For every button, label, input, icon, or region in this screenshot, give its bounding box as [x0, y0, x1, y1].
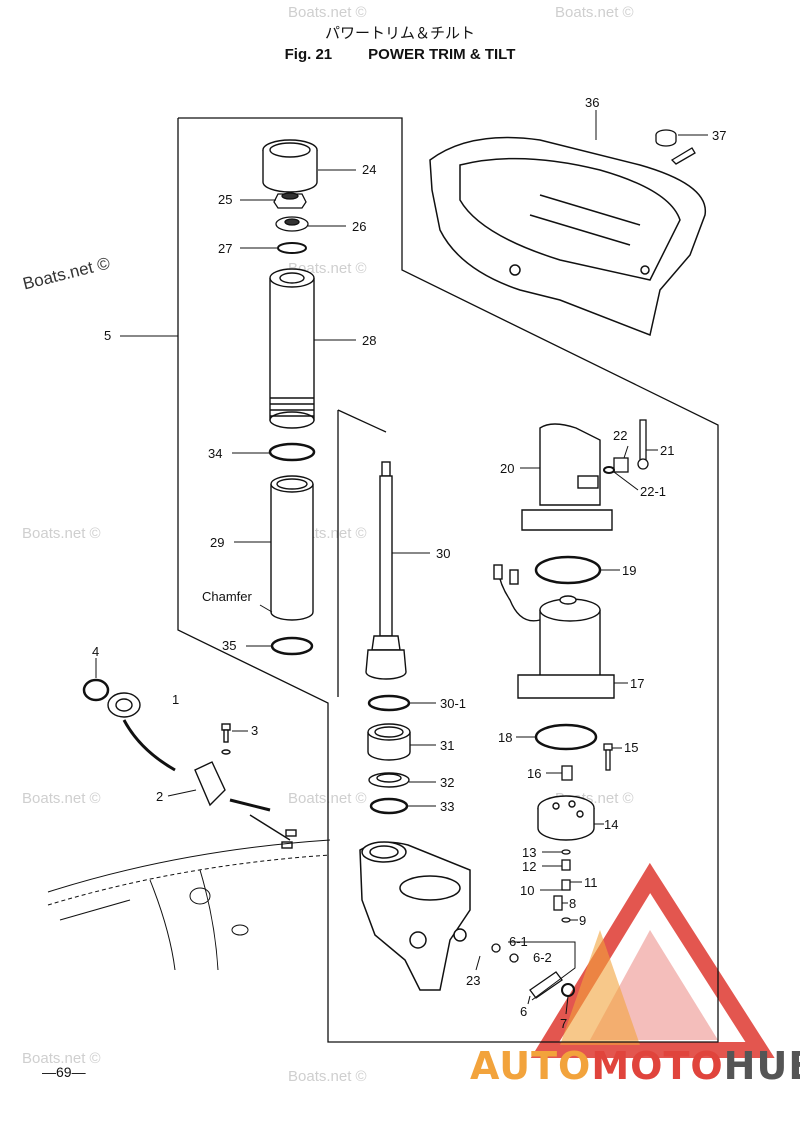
part-manual-valve [491, 943, 575, 999]
watermark: Boats.net © [555, 4, 634, 21]
callout-6-1: 6-1 [509, 934, 528, 949]
logo-part-auto: AUTO [470, 1044, 592, 1088]
callout-24: 24 [362, 162, 376, 177]
callout-34: 34 [208, 446, 222, 461]
callout-31: 31 [440, 738, 454, 753]
callout-22: 22 [613, 428, 627, 443]
watermark: Boats.net © [22, 525, 101, 542]
callout-20: 20 [500, 461, 514, 476]
part-bushing [367, 723, 411, 761]
callout-30: 30 [436, 546, 450, 561]
figure-title: Fig. 21 POWER TRIM & TILT [0, 46, 800, 63]
callout-7: 7 [560, 1016, 567, 1031]
logo-part-hub: HUB [723, 1044, 800, 1088]
figure-number: Fig. 21 [284, 46, 333, 63]
part-o-ring [534, 723, 598, 751]
watermark: Boats.net © [288, 4, 367, 21]
page-number: —69— [42, 1064, 86, 1080]
part-bolt [603, 743, 613, 771]
part-switch [82, 678, 297, 849]
part-valve [561, 765, 573, 781]
part-washer [368, 772, 410, 788]
part-pump [537, 795, 595, 841]
callout-25: 25 [218, 192, 232, 207]
callout-11: 11 [584, 875, 598, 890]
part-o-ring [367, 694, 411, 712]
part-nut [273, 192, 307, 209]
callout-6: 6 [520, 1004, 527, 1019]
callout-33: 33 [440, 799, 454, 814]
part-o-ring [277, 242, 307, 254]
bracket-line [508, 941, 576, 1001]
logo-part-moto: MOTO [591, 1044, 724, 1088]
leader-lines [95, 110, 708, 1015]
callout-5: 5 [104, 328, 111, 343]
callout-27: 27 [218, 241, 232, 256]
part-o-ring [369, 797, 409, 815]
figure-caption: POWER TRIM & TILT [368, 46, 516, 63]
callout-15: 15 [624, 740, 638, 755]
part-filler-plug [603, 419, 649, 474]
part-o-ring [270, 636, 314, 656]
callout-30-1: 30-1 [440, 696, 466, 711]
callout-32: 32 [440, 775, 454, 790]
callout-23: 23 [466, 973, 480, 988]
callout-17: 17 [630, 676, 644, 691]
part-tube [270, 475, 314, 621]
callout-6-2: 6-2 [533, 950, 552, 965]
brand-logo: AUTOMOTOHUB [470, 1044, 800, 1088]
title-japanese: パワートリム＆チルト [324, 24, 475, 42]
callout-35: 35 [222, 638, 236, 653]
part-piston-rod [365, 461, 407, 680]
callout-13: 13 [522, 845, 536, 860]
part-o-ring [268, 442, 316, 462]
part-motor [493, 564, 615, 699]
part-bottom-cowling [429, 136, 706, 337]
callout-14: 14 [604, 817, 618, 832]
callout-16: 16 [527, 766, 541, 781]
part-cap [262, 139, 318, 193]
callout-9: 9 [579, 913, 586, 928]
callout-10: 10 [520, 883, 534, 898]
callout-36: 36 [585, 95, 599, 110]
part-check-valve-set [553, 849, 571, 923]
callout-12: 12 [522, 859, 536, 874]
callout-22-1: 22-1 [640, 484, 666, 499]
part-seal [275, 216, 309, 232]
callout-3: 3 [251, 723, 258, 738]
callout-4: 4 [92, 644, 99, 659]
watermark: Boats.net © [22, 790, 101, 807]
callout-21: 21 [660, 443, 674, 458]
part-manifold-body [359, 841, 471, 991]
part-o-ring [534, 555, 602, 585]
callout-28: 28 [362, 333, 376, 348]
callout-1: 1 [172, 692, 179, 707]
part-grommet [655, 129, 696, 165]
part-hull-sketch [47, 839, 331, 971]
callout-2: 2 [156, 789, 163, 804]
callout-26: 26 [352, 219, 366, 234]
callout-29: 29 [210, 535, 224, 550]
callout-37: 37 [712, 128, 726, 143]
watermark: Boats.net © [288, 1068, 367, 1085]
part-reservoir [521, 423, 613, 531]
callout-18: 18 [498, 730, 512, 745]
callout-19: 19 [622, 563, 636, 578]
frame-lines [177, 117, 719, 1043]
logo-triangle-mark [530, 862, 775, 1058]
watermark: Boats.net © [22, 1050, 101, 1067]
callout-8: 8 [569, 896, 576, 911]
watermark: Boats.net © [288, 790, 367, 807]
callout-chamfer: Chamfer [202, 589, 253, 604]
part-cylinder [269, 268, 315, 429]
